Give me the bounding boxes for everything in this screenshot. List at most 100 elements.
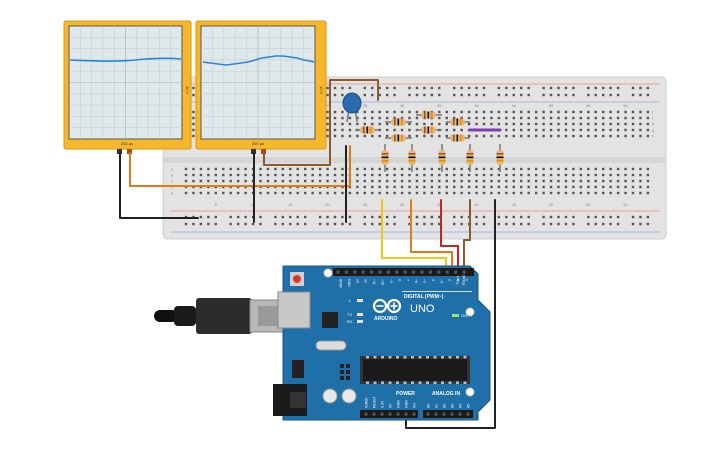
rail-hole[interactable] xyxy=(393,222,396,226)
breadboard-hole[interactable] xyxy=(512,173,515,177)
rail-hole[interactable] xyxy=(229,222,232,226)
rail-hole[interactable] xyxy=(184,222,188,226)
rail-hole[interactable] xyxy=(475,93,478,97)
breadboard-hole[interactable] xyxy=(646,134,650,138)
rail-hole[interactable] xyxy=(557,86,560,90)
breadboard-hole[interactable] xyxy=(348,191,352,195)
breadboard-hole[interactable] xyxy=(318,179,322,183)
breadboard-hole[interactable] xyxy=(453,185,456,189)
breadboard-hole[interactable] xyxy=(534,173,538,177)
breadboard-hole[interactable] xyxy=(356,110,359,114)
rail-hole[interactable] xyxy=(378,215,381,219)
breadboard-hole[interactable] xyxy=(363,179,366,183)
rail-hole[interactable] xyxy=(520,215,523,219)
breadboard-hole[interactable] xyxy=(639,134,642,138)
breadboard-hole[interactable] xyxy=(192,191,195,195)
oscilloscope-2-terminal-neg[interactable] xyxy=(251,149,256,154)
breadboard-hole[interactable] xyxy=(527,167,530,171)
breadboard-hole[interactable] xyxy=(497,110,501,114)
breadboard-hole[interactable] xyxy=(438,179,441,183)
breadboard-hole[interactable] xyxy=(609,173,612,177)
breadboard-hole[interactable] xyxy=(572,179,575,183)
resistor-v-1[interactable] xyxy=(381,144,389,172)
breadboard-hole[interactable] xyxy=(430,173,434,177)
breadboard-hole[interactable] xyxy=(415,110,419,114)
breadboard-hole[interactable] xyxy=(400,167,404,171)
rail-hole[interactable] xyxy=(549,86,553,90)
breadboard-hole[interactable] xyxy=(460,167,463,171)
digital-pin[interactable] xyxy=(437,270,441,274)
breadboard-hole[interactable] xyxy=(512,110,515,114)
breadboard-hole[interactable] xyxy=(646,128,650,132)
breadboard-hole[interactable] xyxy=(356,185,359,189)
breadboard-hole[interactable] xyxy=(497,134,501,138)
rail-hole[interactable] xyxy=(371,86,374,90)
breadboard-hole[interactable] xyxy=(631,167,635,171)
breadboard-hole[interactable] xyxy=(385,179,389,183)
analog-pin[interactable] xyxy=(442,412,446,416)
rail-hole[interactable] xyxy=(572,93,575,97)
resistor-v-2[interactable] xyxy=(408,144,416,172)
breadboard-hole[interactable] xyxy=(378,122,381,126)
breadboard-hole[interactable] xyxy=(512,116,515,120)
breadboard-hole[interactable] xyxy=(467,122,471,126)
rail-hole[interactable] xyxy=(415,93,419,97)
breadboard-hole[interactable] xyxy=(542,167,545,171)
breadboard-hole[interactable] xyxy=(236,173,240,177)
breadboard-hole[interactable] xyxy=(296,179,299,183)
resistor-h-5[interactable] xyxy=(416,126,442,134)
rail-hole[interactable] xyxy=(482,86,486,90)
rail-hole[interactable] xyxy=(475,222,478,226)
breadboard-hole[interactable] xyxy=(475,173,478,177)
breadboard-hole[interactable] xyxy=(505,116,508,120)
breadboard-hole[interactable] xyxy=(415,134,419,138)
breadboard-hole[interactable] xyxy=(415,173,419,177)
breadboard-hole[interactable] xyxy=(549,173,553,177)
breadboard-hole[interactable] xyxy=(266,167,270,171)
rail-hole[interactable] xyxy=(385,222,389,226)
rail-hole[interactable] xyxy=(341,93,344,97)
rail-hole[interactable] xyxy=(631,86,635,90)
breadboard-hole[interactable] xyxy=(467,173,471,177)
analog-header[interactable] xyxy=(423,410,473,418)
rail-hole[interactable] xyxy=(460,86,463,90)
rail-hole[interactable] xyxy=(602,86,605,90)
rail-hole[interactable] xyxy=(296,215,299,219)
breadboard-hole[interactable] xyxy=(207,167,210,171)
rail-hole[interactable] xyxy=(281,215,285,219)
digital-pin[interactable] xyxy=(353,270,357,274)
breadboard-hole[interactable] xyxy=(363,122,366,126)
breadboard-hole[interactable] xyxy=(445,173,448,177)
breadboard-hole[interactable] xyxy=(192,116,195,120)
breadboard-hole[interactable] xyxy=(602,179,605,183)
breadboard-hole[interactable] xyxy=(564,134,568,138)
rail-hole[interactable] xyxy=(587,86,590,90)
breadboard-hole[interactable] xyxy=(371,191,374,195)
breadboard-hole[interactable] xyxy=(415,122,419,126)
rail-hole[interactable] xyxy=(363,222,366,226)
breadboard-hole[interactable] xyxy=(430,134,434,138)
breadboard-hole[interactable] xyxy=(639,128,642,132)
rail-hole[interactable] xyxy=(378,222,381,226)
breadboard-hole[interactable] xyxy=(318,191,322,195)
breadboard-hole[interactable] xyxy=(594,116,597,120)
breadboard-hole[interactable] xyxy=(587,179,590,183)
rail-hole[interactable] xyxy=(333,86,337,90)
oscilloscope-1[interactable]: 10 V 200 µs xyxy=(63,20,192,154)
breadboard-hole[interactable] xyxy=(549,191,553,195)
breadboard-hole[interactable] xyxy=(505,167,508,171)
breadboard-hole[interactable] xyxy=(505,173,508,177)
breadboard-hole[interactable] xyxy=(609,179,612,183)
breadboard-hole[interactable] xyxy=(475,116,478,120)
breadboard-hole[interactable] xyxy=(281,167,285,171)
rail-hole[interactable] xyxy=(587,215,590,219)
rail-hole[interactable] xyxy=(505,93,508,97)
digital-header[interactable] xyxy=(333,268,474,276)
breadboard-hole[interactable] xyxy=(475,191,478,195)
breadboard-hole[interactable] xyxy=(192,179,195,183)
rail-hole[interactable] xyxy=(594,215,597,219)
oscilloscope-1-terminal-neg[interactable] xyxy=(117,149,122,154)
breadboard-hole[interactable] xyxy=(333,110,337,114)
breadboard-hole[interactable] xyxy=(579,167,583,171)
rail-hole[interactable] xyxy=(438,222,441,226)
